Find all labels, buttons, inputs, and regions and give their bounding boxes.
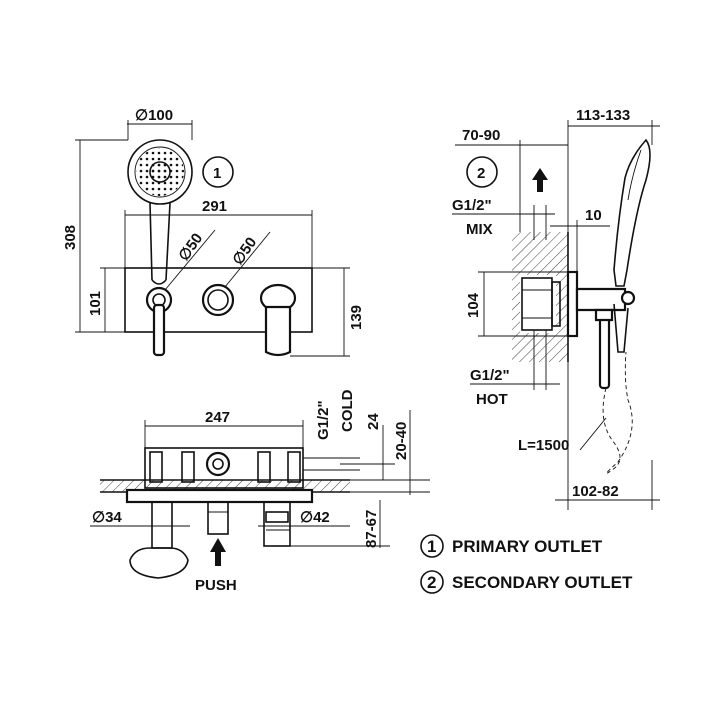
dim-dia-50-right: ∅50 bbox=[229, 234, 260, 268]
outlet-marker-2 bbox=[466, 156, 498, 188]
diverter-knob[interactable] bbox=[201, 283, 235, 317]
dim-dia-100: ∅100 bbox=[135, 107, 173, 124]
push-label: PUSH bbox=[195, 577, 237, 594]
dim-87-67: 87-67 bbox=[363, 510, 380, 548]
dim-20-40: 20-40 bbox=[393, 422, 410, 460]
legend-item-primary-outlet: 1 PRIMARY OUTLET bbox=[420, 534, 603, 558]
cold-label: COLD bbox=[339, 389, 356, 432]
dim-dia-50-left: ∅50 bbox=[175, 230, 206, 264]
push-arrow bbox=[210, 538, 226, 566]
dim-10: 10 bbox=[585, 207, 602, 224]
legend-number-2: 2 bbox=[427, 573, 436, 592]
dim-70-90: 70-90 bbox=[462, 127, 500, 144]
mix-label: MIX bbox=[466, 221, 493, 238]
bath-spout bbox=[259, 283, 297, 357]
dim-dia-34: ∅34 bbox=[92, 509, 122, 526]
dim-dia-42: ∅42 bbox=[300, 509, 330, 526]
front-view: ∅100 1 291 ∅50 ∅50 308 101 139 bbox=[62, 107, 365, 357]
hand-shower-head bbox=[127, 139, 193, 285]
shower-holder bbox=[145, 286, 173, 357]
hot-label: HOT bbox=[476, 391, 508, 408]
side-view: 70-90 113-133 2 G1/2" MIX 10 104 G1/2" H… bbox=[452, 107, 660, 510]
wall-plate bbox=[124, 267, 313, 333]
outlet-marker-2-label: 2 bbox=[477, 165, 485, 182]
dim-139: 139 bbox=[348, 305, 365, 330]
dim-291: 291 bbox=[202, 198, 227, 215]
top-view: 247 G1/2" COLD 24 20-40 87-67 ∅34 ∅42 PU… bbox=[90, 389, 430, 594]
dim-101: 101 bbox=[87, 291, 104, 316]
dim-247: 247 bbox=[205, 409, 230, 426]
legend: 1 PRIMARY OUTLET 2 SECONDARY OUTLET bbox=[420, 534, 633, 594]
dim-24: 24 bbox=[365, 413, 382, 430]
g12-hot-label: G1/2" bbox=[470, 367, 510, 384]
legend-text-primary: PRIMARY OUTLET bbox=[452, 537, 603, 556]
dim-308: 308 bbox=[62, 225, 79, 250]
dim-113-133: 113-133 bbox=[576, 107, 630, 124]
legend-number-1: 1 bbox=[427, 537, 436, 556]
legend-item-secondary-outlet: 2 SECONDARY OUTLET bbox=[420, 570, 633, 594]
dim-104: 104 bbox=[465, 292, 482, 318]
g12-cold-label: G1/2" bbox=[315, 400, 332, 440]
legend-text-secondary: SECONDARY OUTLET bbox=[452, 573, 633, 592]
g12-mix-label: G1/2" bbox=[452, 197, 492, 214]
outlet-marker-1 bbox=[202, 156, 234, 188]
dim-102-82: 102-82 bbox=[572, 483, 619, 500]
hose-length-label: L=1500 bbox=[518, 437, 569, 454]
outlet-marker-1-label: 1 bbox=[213, 165, 221, 182]
